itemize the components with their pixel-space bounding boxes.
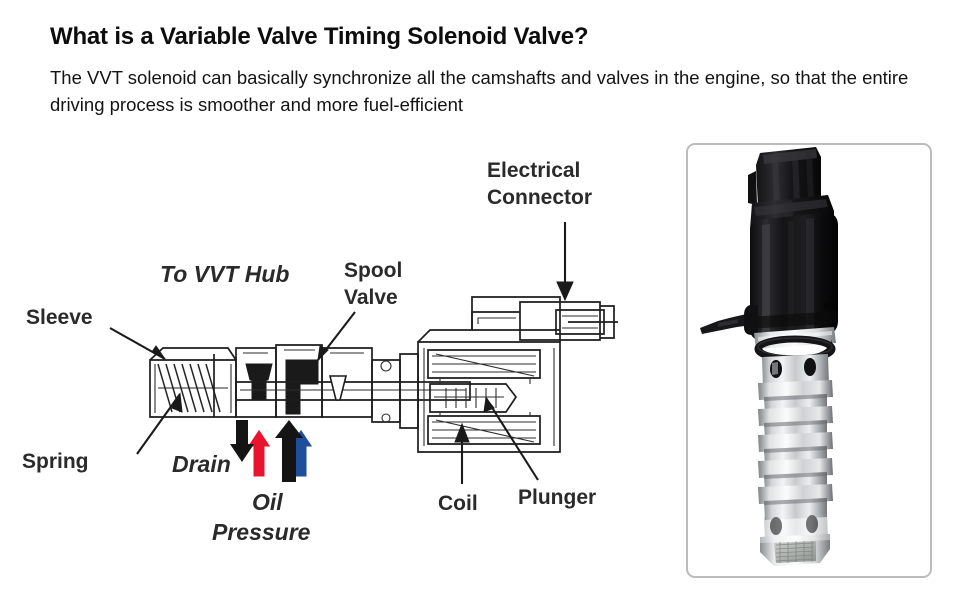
page-subtitle: The VVT solenoid can basically synchroni… [50, 67, 909, 115]
solenoid-body [750, 212, 838, 342]
spool-collars [758, 380, 833, 520]
label-electrical-connector-line2: Connector [487, 186, 592, 209]
label-electrical-connector-line1: Electrical [487, 159, 580, 182]
spool-shaft-upper [762, 354, 829, 388]
valve-body-flange [371, 353, 419, 429]
spool-lands [245, 359, 319, 415]
black-down-arrow [230, 420, 254, 462]
leader-plunger [485, 397, 539, 481]
leader-lines [109, 222, 574, 484]
label-spring: Spring [22, 450, 89, 473]
label-spool-valve-line1: Spool [344, 259, 402, 282]
drain-oil-arrows [230, 420, 303, 482]
valve-tip-screen [760, 534, 830, 566]
label-oil-pressure-line2: Pressure [212, 519, 311, 545]
vvt-solenoid-cutaway-diagram: Sleeve To VVT Hub Spool Valve Electrical… [0, 132, 680, 600]
product-photo-frame [686, 143, 932, 578]
spool-shaft [235, 375, 471, 401]
page-title: What is a Variable Valve Timing Solenoid… [50, 23, 589, 50]
label-to-vvt-hub: To VVT Hub [160, 261, 289, 287]
plunger-core [429, 383, 518, 413]
cutaway-drawing [149, 296, 618, 453]
housing-details [439, 378, 531, 416]
spring-coils [157, 363, 228, 413]
label-spool-valve-line2: Valve [344, 286, 398, 309]
coil-windings [427, 349, 541, 445]
mounting-bracket-tab [700, 305, 758, 335]
vvt-solenoid-product-image [700, 147, 838, 566]
label-oil-pressure-line1: Oil [252, 489, 283, 515]
leader-spring [136, 393, 181, 455]
electrical-connector-body [519, 301, 618, 341]
black-up-arrow [275, 420, 303, 482]
label-plunger: Plunger [518, 486, 596, 509]
red-up-arrow [246, 428, 272, 478]
label-sleeve: Sleeve [26, 306, 93, 329]
label-drain: Drain [172, 451, 231, 477]
connector-bridge [471, 311, 520, 330]
header-block: What is a Variable Valve Timing Solenoid… [50, 22, 940, 118]
label-coil: Coil [438, 492, 478, 515]
solenoid-housing [417, 296, 561, 453]
